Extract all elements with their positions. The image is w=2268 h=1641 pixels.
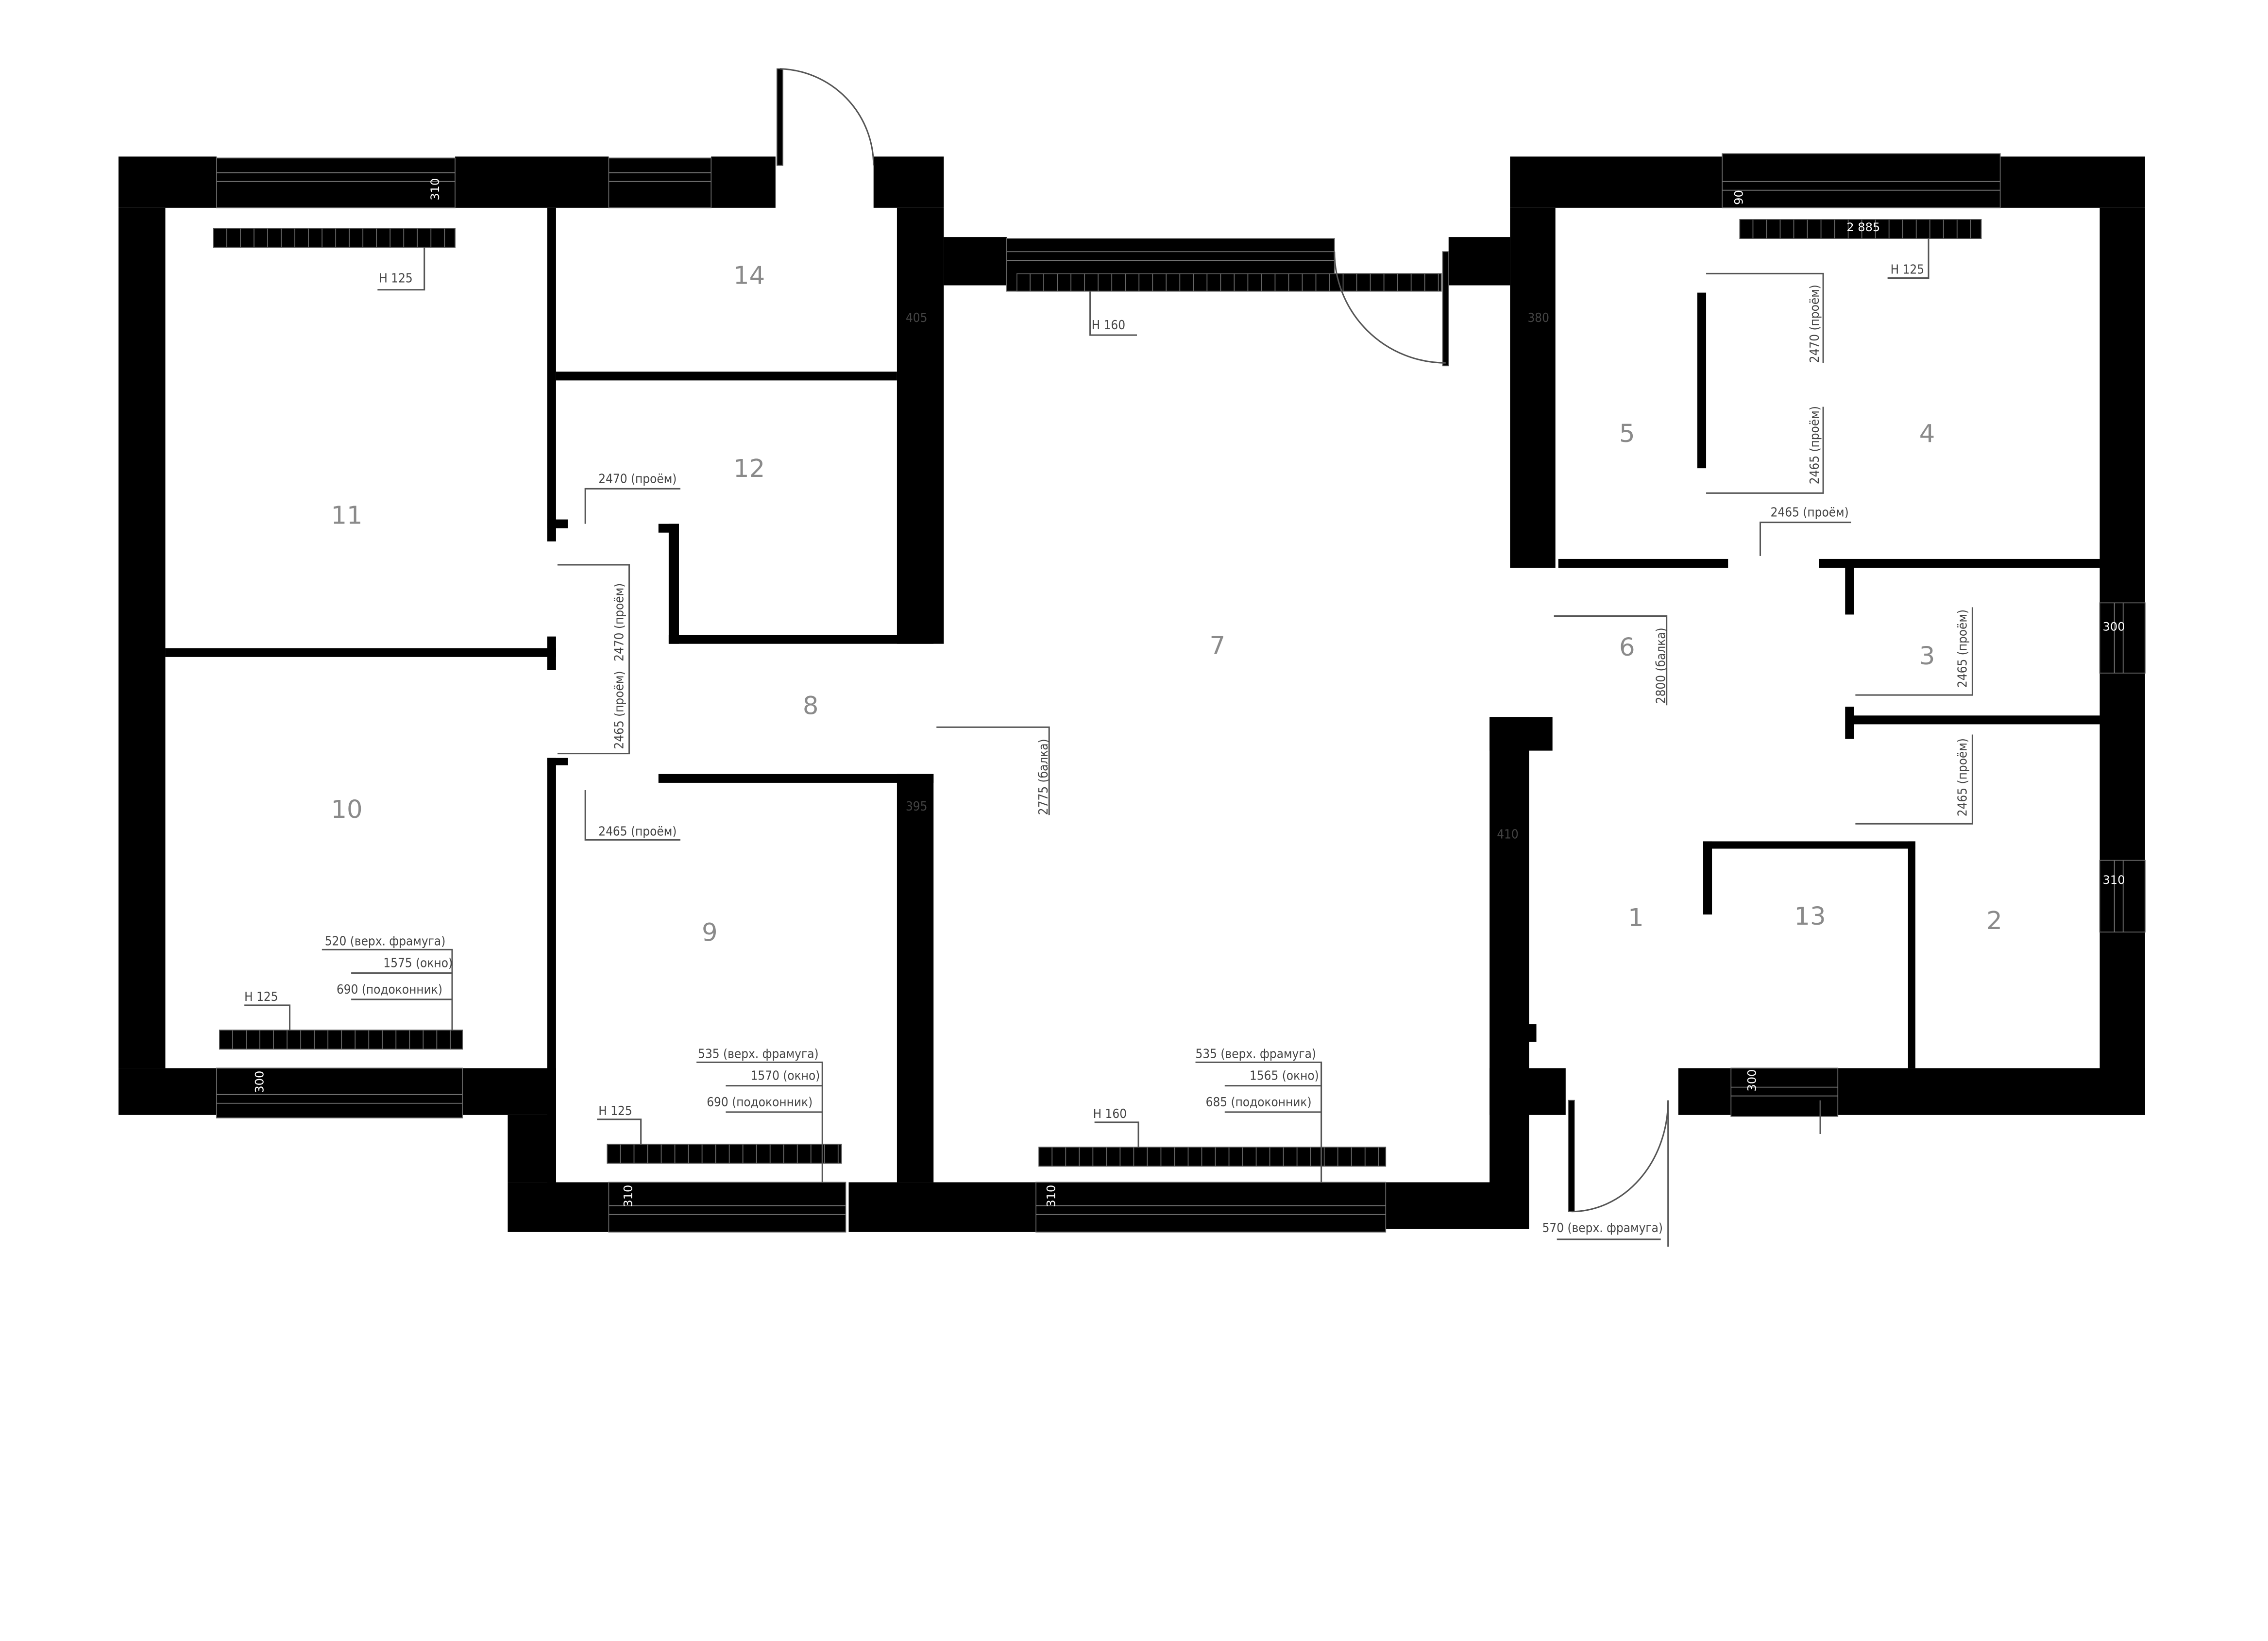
window-room10 — [216, 1067, 463, 1118]
room-number: 14 — [733, 261, 765, 290]
window-depth: 310 — [428, 178, 442, 201]
radiator-height: Н 160 — [1092, 318, 1125, 333]
window-height: 1565 (окно) — [1250, 1069, 1319, 1083]
radiator-height: Н 125 — [598, 1104, 632, 1118]
window-depth: 90 — [1732, 190, 1745, 205]
opening-label: 2470 (проём) — [612, 583, 626, 661]
door-room7[interactable] — [1334, 251, 1449, 367]
window-sill: 690 (подоконник) — [707, 1095, 812, 1110]
opening-label: 2465 (проём) — [1955, 738, 1970, 816]
room-number: 13 — [1794, 902, 1826, 931]
beam-label: 2775 (балка) — [1036, 739, 1051, 815]
window-room3 — [2099, 602, 2146, 674]
window-height: 1570 (окно) — [751, 1069, 820, 1083]
leader-lines — [244, 238, 1973, 1247]
room-number: 7 — [1209, 631, 1225, 660]
opening-label: 2465 (проём) — [612, 671, 626, 749]
radiator-length: 2 885 — [1846, 220, 1880, 234]
exterior-walls — [118, 156, 2145, 1232]
window-transom: 535 (верх. фрамуга) — [698, 1047, 818, 1061]
window-sill: 685 (подоконник) — [1206, 1095, 1312, 1110]
window-sill: 690 (подоконник) — [337, 982, 442, 997]
radiator-room11 — [213, 228, 456, 248]
opening-label: 2470 (проём) — [1808, 285, 1822, 363]
window-room4 — [1722, 153, 2001, 208]
room-numbers: 1 2 3 4 5 6 7 8 9 10 11 12 13 14 — [331, 261, 2002, 947]
room-number: 9 — [702, 918, 718, 947]
room-number: 6 — [1619, 633, 1635, 662]
window-depth: 310 — [622, 1185, 635, 1207]
wall-label: 380 — [1527, 311, 1549, 325]
radiator-room9 — [607, 1144, 842, 1164]
window-depth: 300 — [253, 1071, 266, 1093]
window-room9 — [608, 1182, 846, 1233]
window-transom: 520 (верх. фрамуга) — [325, 934, 445, 948]
opening-label: 2465 (проём) — [1955, 609, 1970, 688]
room-number: 5 — [1619, 419, 1635, 448]
wall-label: 410 — [1497, 827, 1518, 842]
radiator-height: Н 125 — [244, 990, 278, 1004]
room-number: 12 — [733, 454, 765, 483]
window-room2 — [2099, 860, 2146, 933]
door-transom: 570 (верх. фрамуга) — [1542, 1221, 1663, 1235]
window-room14 — [608, 157, 712, 208]
radiator-room7-top — [1016, 273, 1442, 292]
radiator-room7-bottom — [1038, 1147, 1387, 1167]
interior-walls — [165, 207, 2100, 1183]
beam-label: 2800 (балка) — [1654, 627, 1669, 704]
entrance-door-bottom[interactable] — [1568, 1100, 1669, 1213]
window-room7-bottom — [1035, 1182, 1387, 1233]
annotations: 405 380 395 410 310 90 300 310 300 300 3… — [244, 178, 2125, 1262]
radiator-fins — [226, 219, 1971, 1167]
radiators — [213, 219, 1982, 1167]
room-number: 3 — [1919, 642, 1935, 671]
door-height: 2040 (дверь) — [1551, 1247, 1628, 1262]
room-number: 2 — [1986, 906, 2002, 935]
radiator-room10 — [219, 1030, 463, 1050]
entrance-door-top[interactable] — [776, 68, 875, 166]
wall-label: 395 — [906, 799, 927, 814]
room-number: 4 — [1919, 419, 1935, 448]
window-depth: 310 — [1044, 1185, 1058, 1207]
room-number: 8 — [803, 691, 819, 720]
room-number: 10 — [331, 795, 362, 824]
window-depth: 310 — [2103, 873, 2125, 887]
window-depth: 300 — [1745, 1069, 1759, 1092]
opening-label: 2465 (проём) — [1771, 506, 1849, 520]
window-depth: 300 — [2103, 620, 2125, 634]
radiator-height: Н 160 — [1093, 1107, 1127, 1121]
radiator-height: Н 125 — [1891, 262, 1924, 277]
opening-label: 2470 (проём) — [598, 472, 677, 486]
room-number: 11 — [331, 501, 362, 530]
window-height: 1575 (окно) — [383, 956, 453, 971]
room-number: 1 — [1628, 903, 1644, 932]
window-room11 — [216, 157, 456, 208]
radiator-height: Н 125 — [379, 271, 412, 286]
opening-label: 2465 (проём) — [1808, 406, 1822, 484]
opening-label: 2465 (проём) — [598, 824, 677, 839]
wall-label: 405 — [906, 311, 927, 325]
window-transom: 535 (верх. фрамуга) — [1196, 1047, 1316, 1061]
